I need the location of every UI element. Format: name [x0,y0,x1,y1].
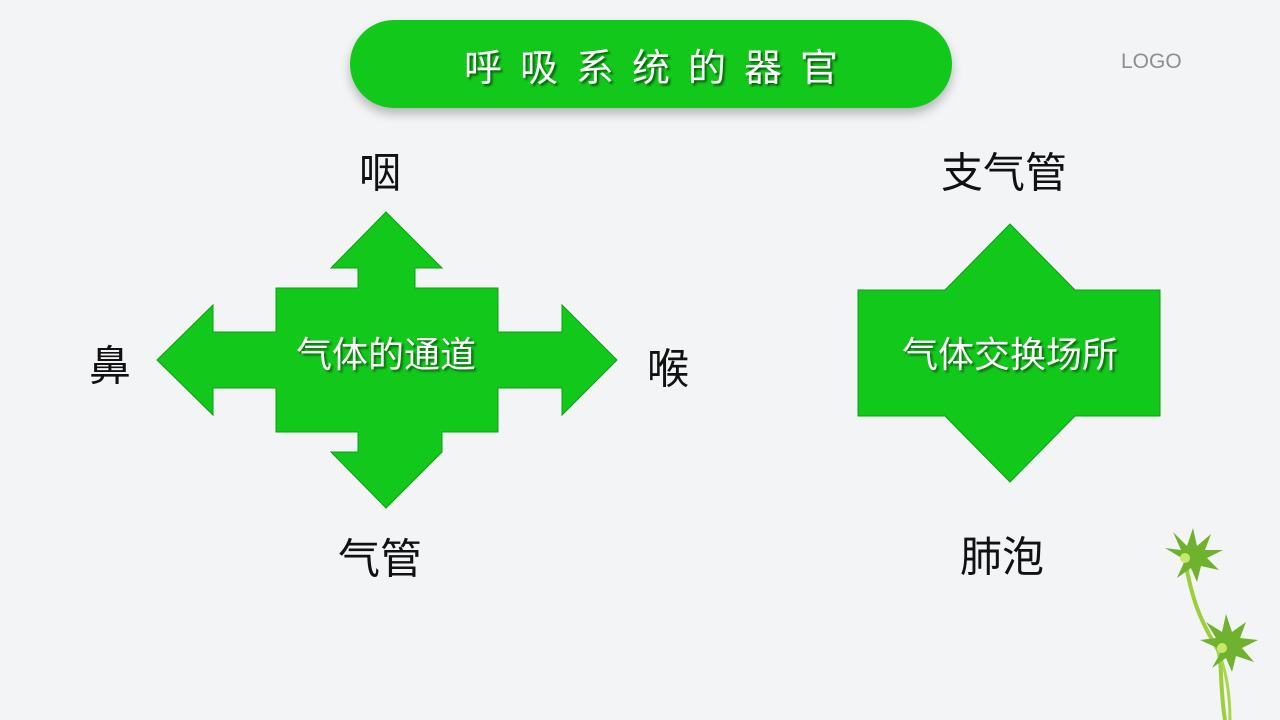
organ-larynx: 喉 [646,344,690,394]
title-banner: 呼吸系统的器官 [350,20,952,108]
page-title: 呼吸系统的器官 [463,45,856,90]
up-down-arrow-shape [857,223,1161,483]
airway-label: 气体的通道 [295,335,477,376]
organ-alveoli: 肺泡 [959,532,1045,582]
organ-nose: 鼻 [88,341,132,391]
organ-pharynx: 咽 [358,148,402,198]
organ-bronchi: 支气管 [940,148,1068,198]
plant-decoration [1165,528,1258,720]
logo: LOGO [1121,50,1182,73]
gas-exchange-label: 气体交换场所 [901,335,1119,376]
organ-trachea: 气管 [337,534,423,584]
four-way-arrow-shape [156,211,618,509]
